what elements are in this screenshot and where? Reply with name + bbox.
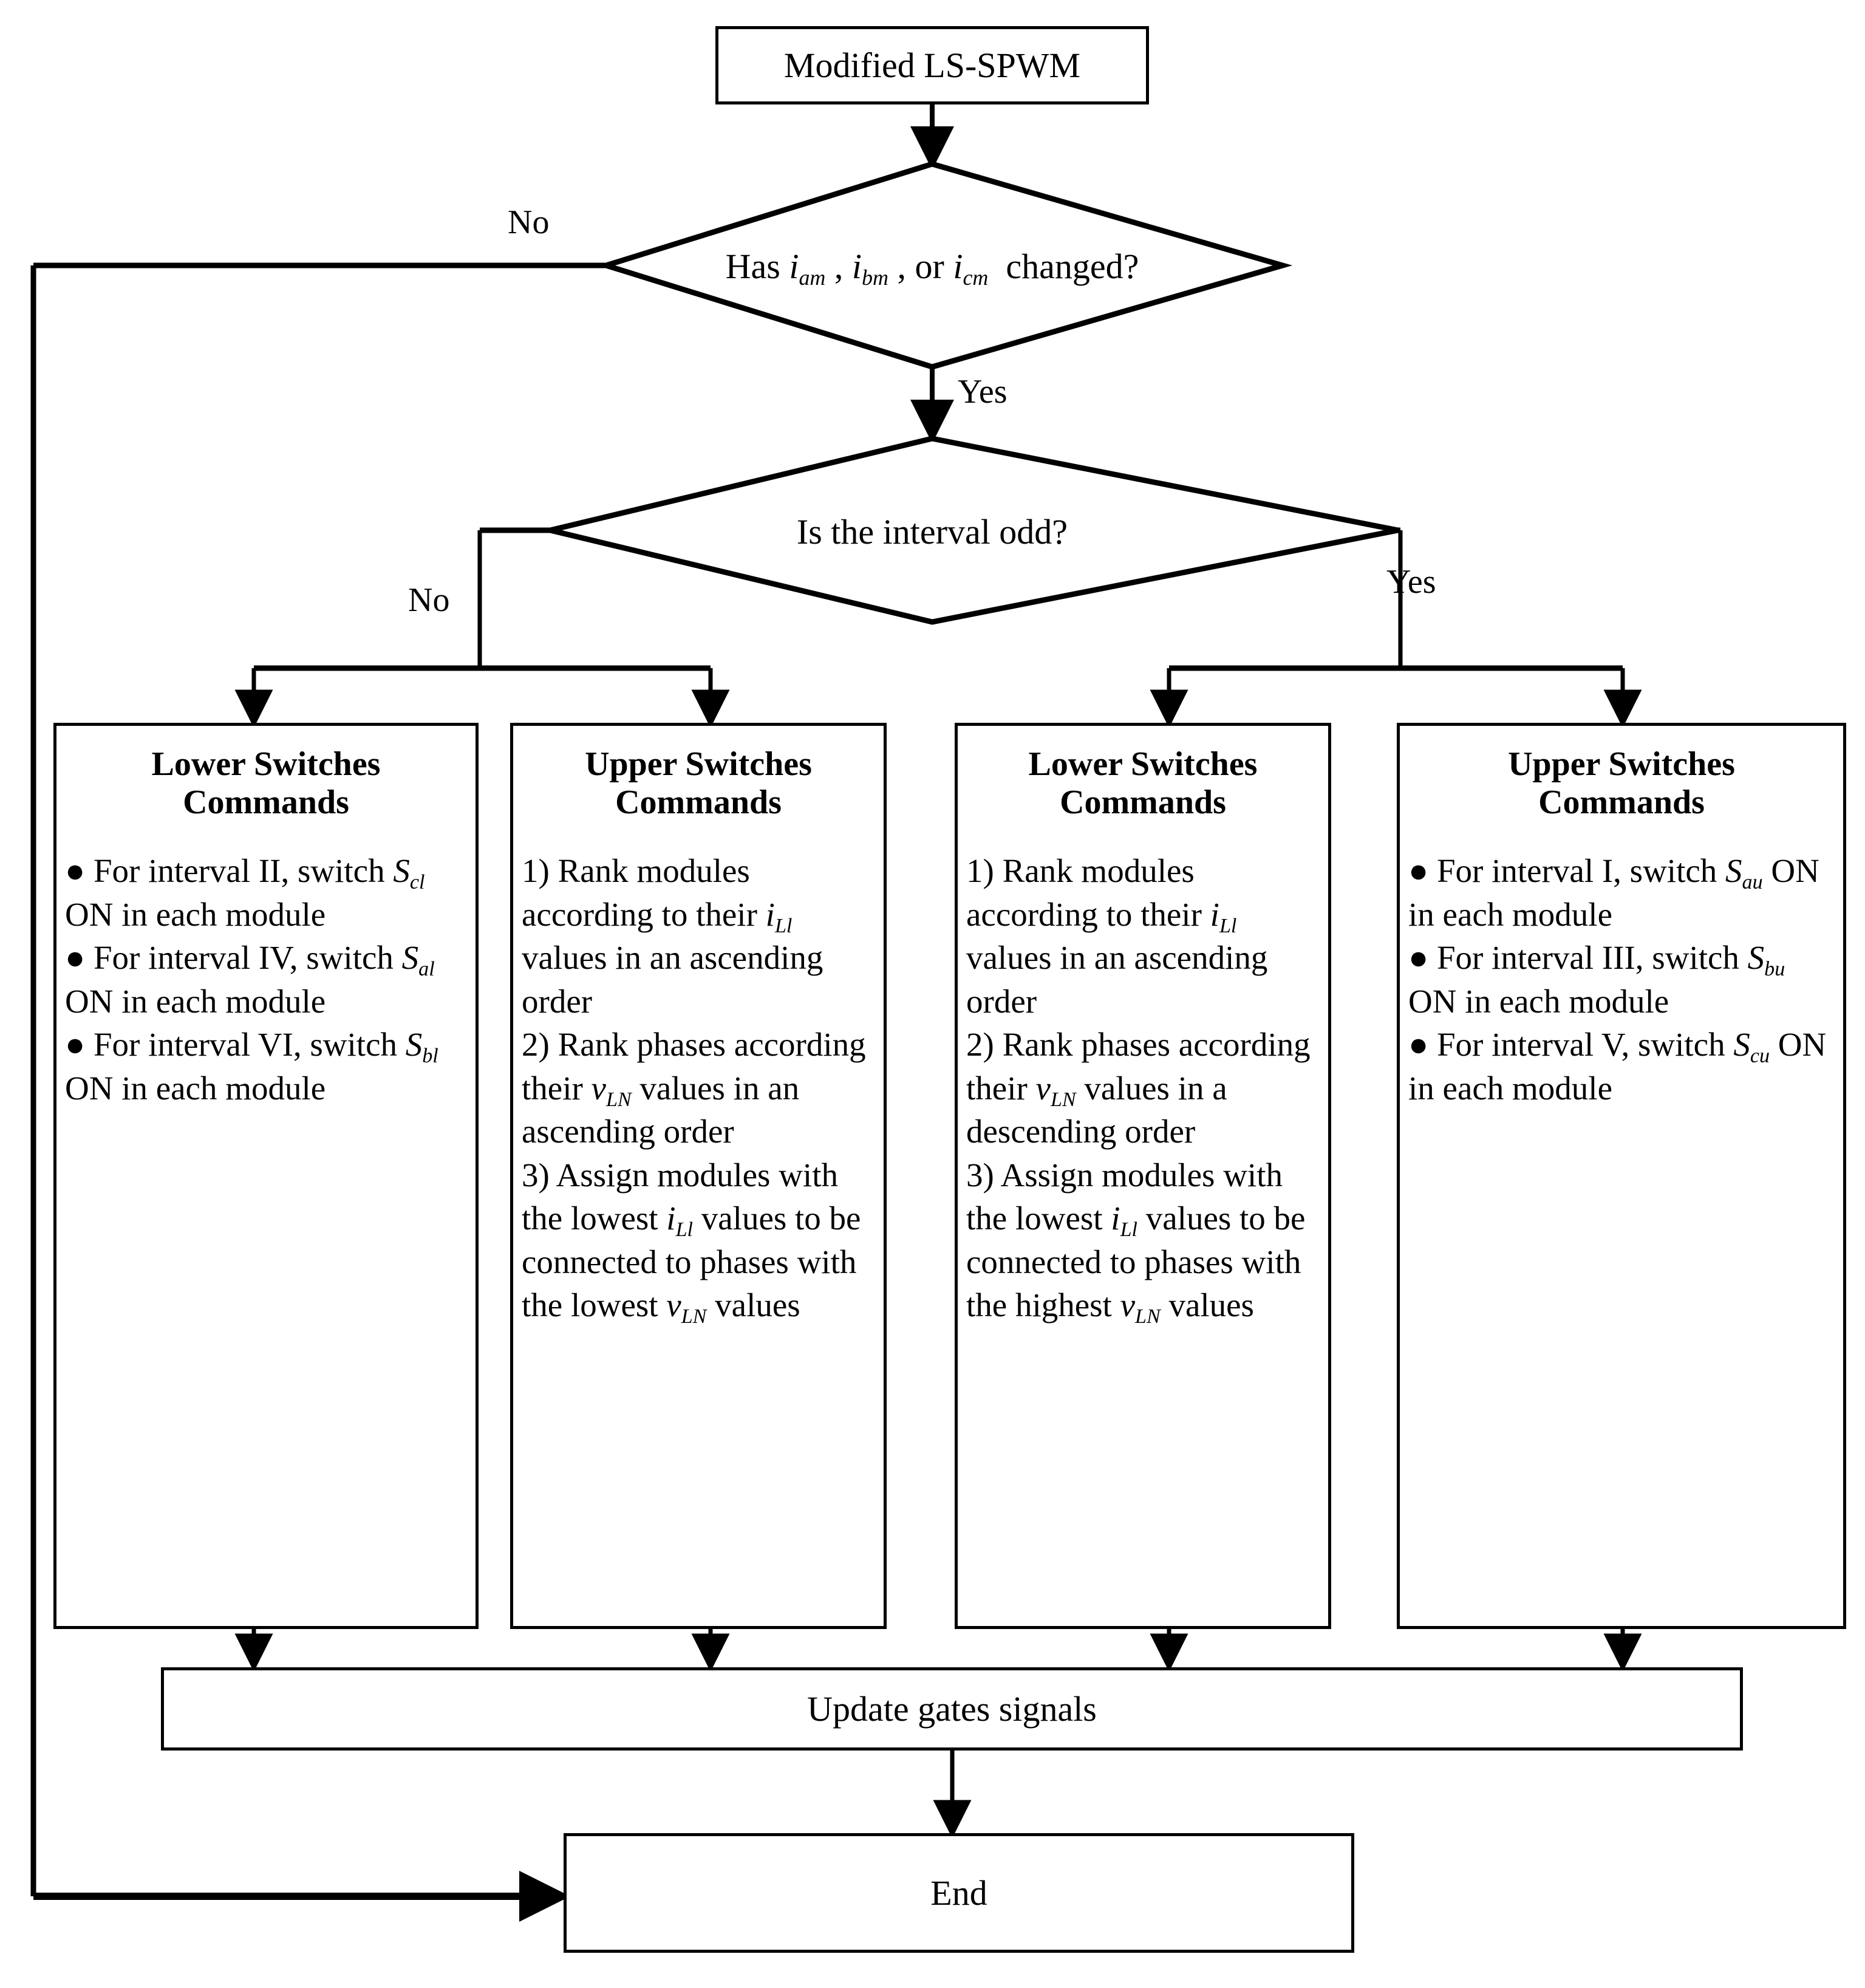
box-lower-switches-even-body: ● For interval II, switch Scl ON in each… [65,849,467,1110]
node-update-gates-signals-label: Update gates signals [807,1689,1097,1729]
node-end-label: End [930,1873,987,1913]
list-item: ● For interval II, switch Scl ON in each… [65,852,425,933]
list-item: ● For interval III, switch Sbu ON in eac… [1408,939,1785,1020]
list-item: 2) Rank phases according their vLN value… [522,1026,866,1150]
box-upper-switches-even-title: Upper Switches Commands [585,745,812,821]
list-item: ● For interval V, switch Scu ON in each … [1408,1026,1827,1107]
box-lower-switches-odd-title: Lower Switches Commands [1028,745,1258,821]
decision-current-changed-text: Has iam , ibm , or icm changed? [725,246,1139,290]
list-item: 1) Rank modules according to their iLl v… [966,852,1268,1020]
box-lower-switches-even-title: Lower Switches Commands [151,745,381,821]
box-lower-switches-odd[interactable]: Lower Switches Commands 1) Rank modules … [955,723,1331,1629]
box-lower-switches-odd-body: 1) Rank modules according to their iLl v… [966,849,1320,1328]
decision-current-changed-label: Has iam , ibm , or icm changed? [644,242,1221,290]
list-item: 3) Assign modules with the lowest iLl va… [522,1156,861,1328]
node-update-gates-signals[interactable]: Update gates signals [161,1667,1743,1751]
box-upper-switches-even-body: 1) Rank modules according to their iLl v… [522,849,875,1328]
edge-label-no-d1: No [508,203,550,241]
node-end[interactable]: End [564,1833,1354,1953]
list-item: ● For interval VI, switch Sbl ON in each… [65,1026,438,1107]
decision-interval-odd-label: Is the interval odd? [674,507,1190,556]
list-item: 2) Rank phases according their vLN value… [966,1026,1311,1150]
list-item: ● For interval IV, switch Sal ON in each… [65,939,435,1020]
box-upper-switches-odd-title: Upper Switches Commands [1508,745,1735,821]
edge-label-yes-d2: Yes [1386,563,1436,601]
edge-label-no-d2: No [408,581,450,619]
decision-interval-odd-text: Is the interval odd? [796,511,1068,552]
box-upper-switches-even[interactable]: Upper Switches Commands 1) Rank modules … [510,723,887,1629]
box-lower-switches-even[interactable]: Lower Switches Commands ● For interval I… [53,723,479,1629]
box-upper-switches-odd-body: ● For interval I, switch Sau ON in each … [1408,849,1835,1110]
node-modified-ls-spwm-label: Modified LS-SPWM [783,45,1081,85]
node-modified-ls-spwm[interactable]: Modified LS-SPWM [715,26,1149,104]
list-item: ● For interval I, switch Sau ON in each … [1408,852,1819,933]
edge-label-yes-d1: Yes [958,373,1008,411]
list-item: 1) Rank modules according to their iLl v… [522,852,823,1020]
list-item: 3) Assign modules with the lowest iLl va… [966,1156,1306,1328]
box-upper-switches-odd[interactable]: Upper Switches Commands ● For interval I… [1397,723,1846,1629]
